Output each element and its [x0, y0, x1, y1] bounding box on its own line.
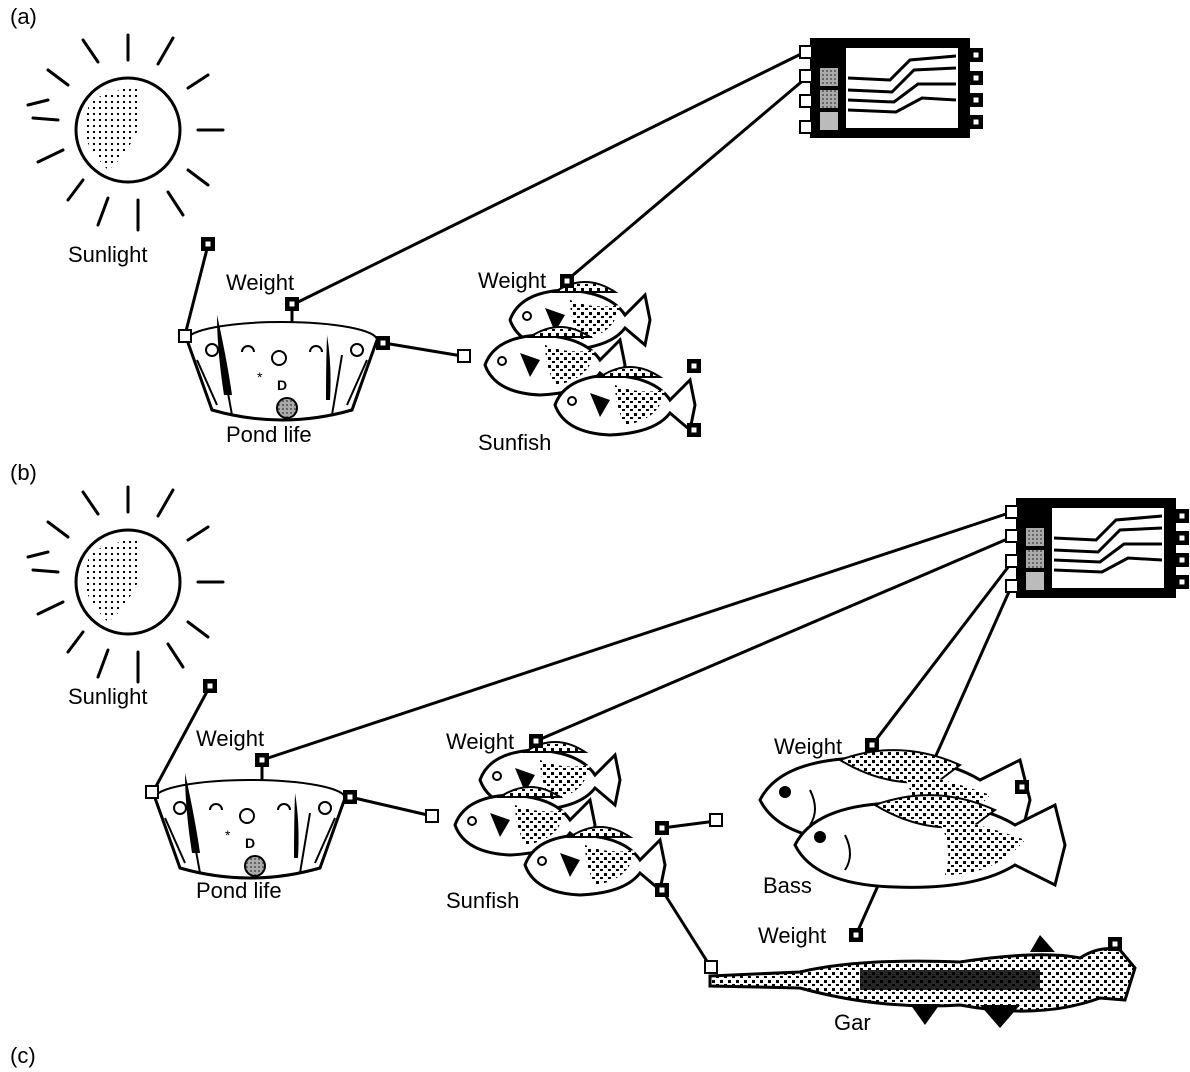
sunfish-school-icon	[485, 282, 695, 435]
port-icon[interactable]	[800, 121, 812, 133]
port-icon[interactable]	[179, 330, 191, 342]
port-icon[interactable]	[865, 738, 879, 752]
panel-b-connections	[153, 512, 1012, 966]
port-icon[interactable]	[800, 46, 812, 58]
panel-a	[28, 35, 983, 437]
port-icon[interactable]	[201, 237, 215, 251]
sunfish-school-icon	[455, 742, 665, 895]
pond-weight-label: Weight	[226, 272, 294, 294]
panel-label-b: (b)	[10, 462, 37, 484]
port-icon[interactable]	[1175, 553, 1189, 567]
bass-icon	[760, 750, 1065, 887]
port-icon[interactable]	[655, 883, 669, 897]
panel-label-a: (a)	[10, 6, 37, 28]
port-icon[interactable]	[1175, 575, 1189, 589]
port-icon[interactable]	[969, 93, 983, 107]
bass-label: Bass	[763, 875, 812, 897]
sunfish-label: Sunfish	[446, 890, 519, 912]
port-icon[interactable]	[343, 790, 357, 804]
sunfish-weight-label: Weight	[446, 731, 514, 753]
pond-life-label: Pond life	[196, 880, 282, 902]
graph-monitor-icon	[1016, 498, 1176, 598]
bass-weight-label: Weight	[774, 736, 842, 758]
gar-icon	[710, 935, 1135, 1028]
panel-a-connections	[185, 52, 806, 356]
port-icon[interactable]	[705, 961, 717, 973]
port-icon[interactable]	[849, 928, 863, 942]
port-icon[interactable]	[969, 48, 983, 62]
port-icon[interactable]	[458, 350, 470, 362]
sunfish-weight-label: Weight	[478, 270, 546, 292]
port-icon[interactable]	[1108, 937, 1122, 951]
sun-icon	[28, 35, 223, 230]
sunlight-label: Sunlight	[68, 686, 148, 708]
sunfish-label: Sunfish	[478, 432, 551, 454]
pond-bowl-icon	[155, 773, 345, 878]
port-icon[interactable]	[969, 115, 983, 129]
panel-label-c: (c)	[10, 1045, 36, 1067]
sunlight-label: Sunlight	[68, 244, 148, 266]
port-icon[interactable]	[1015, 780, 1029, 794]
port-icon[interactable]	[529, 734, 543, 748]
port-icon[interactable]	[1006, 530, 1018, 542]
port-icon[interactable]	[687, 359, 701, 373]
port-icon[interactable]	[1175, 531, 1189, 545]
port-icon[interactable]	[687, 423, 701, 437]
pond-life-label: Pond life	[226, 424, 312, 446]
port-icon[interactable]	[255, 753, 269, 767]
port-icon[interactable]	[1175, 509, 1189, 523]
pond-weight-label: Weight	[196, 728, 264, 750]
pond-bowl-icon	[187, 315, 377, 420]
port-icon[interactable]	[655, 821, 669, 835]
port-icon[interactable]	[1006, 506, 1018, 518]
port-icon[interactable]	[800, 70, 812, 82]
port-icon[interactable]	[710, 814, 722, 826]
port-icon[interactable]	[376, 336, 390, 350]
port-icon[interactable]	[146, 786, 158, 798]
port-icon[interactable]	[203, 679, 217, 693]
port-icon[interactable]	[800, 95, 812, 107]
gar-label: Gar	[834, 1012, 871, 1034]
graph-monitor-icon	[810, 38, 970, 138]
port-icon[interactable]	[560, 274, 574, 288]
port-icon[interactable]	[1006, 555, 1018, 567]
port-icon[interactable]	[1006, 580, 1018, 592]
gar-weight-label: Weight	[758, 925, 826, 947]
sun-icon	[28, 487, 223, 682]
port-icon[interactable]	[285, 297, 299, 311]
port-icon[interactable]	[969, 71, 983, 85]
port-icon[interactable]	[426, 810, 438, 822]
panel-b	[28, 487, 1189, 1028]
